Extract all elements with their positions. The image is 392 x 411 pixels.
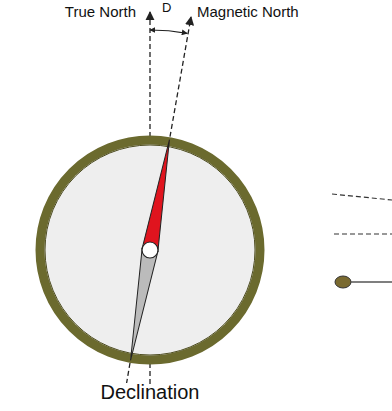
compass-ring xyxy=(40,140,260,360)
partial-figure xyxy=(332,194,392,288)
figure-caption: Declination xyxy=(101,381,200,404)
magnetic-north-line xyxy=(170,17,191,137)
true-north-line xyxy=(149,12,150,137)
direction-label: Magnetic North xyxy=(197,3,299,20)
declination-arc xyxy=(150,30,187,33)
magnetic-north-line xyxy=(127,363,130,383)
direction-label: True North xyxy=(65,3,136,20)
compass-ring xyxy=(45,145,255,355)
angle-label: D xyxy=(162,1,171,16)
needle-pivot xyxy=(142,242,158,258)
compass-needle xyxy=(123,138,178,361)
